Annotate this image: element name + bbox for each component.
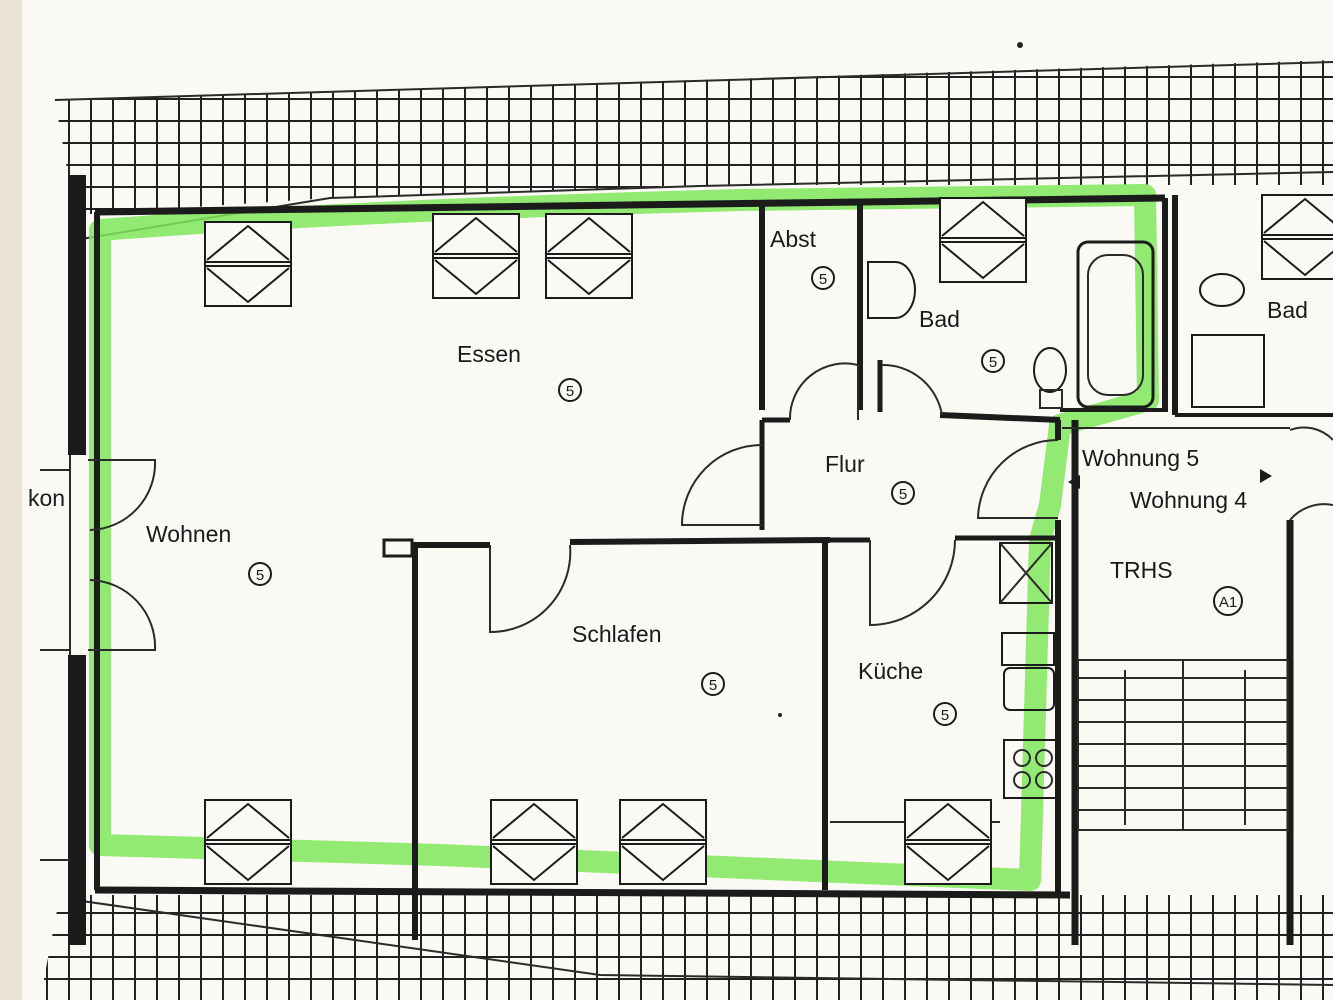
toilet-tank (1039, 389, 1063, 409)
svg-text:5: 5 (941, 707, 949, 724)
roof-slope-line-bottom (74, 899, 1333, 986)
door-entrance (976, 439, 1059, 519)
room-label-trhs: TRHS (1110, 557, 1173, 583)
window-essen-3 (545, 213, 633, 299)
room-label-wohnen: Wohnen (146, 521, 231, 547)
label-wohnung-5: Wohnung 5 (1082, 445, 1199, 471)
window-schlafen-2 (619, 799, 707, 885)
label-wohnung-4: Wohnung 4 (1130, 487, 1247, 513)
window-kueche (904, 799, 992, 885)
chimney (382, 538, 414, 558)
door-wohnung4 (1289, 426, 1333, 441)
kitchen-units (999, 542, 1057, 799)
unit-marker-trhs: A1 (1213, 586, 1243, 616)
schlafen-north-wall-b (569, 537, 831, 545)
room-label-kueche: Küche (858, 658, 923, 684)
unit-marker-schlafen: 5 (701, 672, 725, 696)
arrow-wohnung-4 (1260, 469, 1272, 483)
window-essen-1 (204, 221, 292, 307)
south-wall (94, 886, 1071, 899)
unit-marker-flur: 5 (891, 481, 915, 505)
svg-text:5: 5 (256, 567, 264, 584)
door-abst (788, 362, 859, 421)
window-essen-2 (432, 213, 520, 299)
room-label-schlafen: Schlafen (572, 621, 662, 647)
unit-marker-essen: 5 (558, 378, 582, 402)
bathtub (1076, 240, 1155, 409)
arrow-wohnung-5 (1068, 475, 1080, 489)
door-wohnung4-lower (1289, 503, 1333, 521)
door-bad (881, 363, 943, 416)
svg-text:5: 5 (709, 677, 717, 694)
bathtub-inner (1087, 254, 1144, 396)
room-label-flur: Flur (825, 451, 865, 477)
flur-north-wall-b (939, 412, 1061, 423)
room-label-essen: Essen (457, 341, 521, 367)
staircase (1077, 659, 1289, 831)
svg-text:A1: A1 (1219, 594, 1237, 611)
roof-hatch-bottom (40, 895, 1333, 1000)
window-schlafen-1 (490, 799, 578, 885)
roof-hatch-top (55, 60, 1333, 215)
door-schlafen (489, 544, 572, 634)
door-flur-west (680, 444, 763, 526)
room-label-bad: Bad (919, 306, 960, 332)
room-label-abst: Abst (770, 226, 817, 252)
speck (1017, 42, 1023, 48)
toilet-bad4 (1199, 273, 1245, 307)
door-wohnen-2 (88, 579, 157, 651)
door-wohnen-1 (88, 459, 157, 531)
shower-bad4 (1191, 334, 1265, 408)
toilet (1033, 347, 1067, 393)
window-bad (939, 197, 1027, 283)
window-bad4 (1261, 194, 1333, 280)
label-balcony: kon (28, 485, 65, 511)
roof-outline-top (54, 61, 1333, 101)
unit-marker-bad: 5 (981, 349, 1005, 373)
svg-text:5: 5 (989, 354, 997, 371)
unit-marker-wohnen: 5 (248, 562, 272, 586)
svg-text:5: 5 (899, 486, 907, 503)
svg-text:5: 5 (566, 383, 574, 400)
room-label-bad4: Bad (1267, 297, 1308, 323)
svg-text:5: 5 (819, 271, 827, 288)
washbasin (867, 261, 916, 319)
paper-left-shadow (0, 0, 22, 1000)
door-kueche (869, 539, 956, 627)
window-wohnen-south (204, 799, 292, 885)
unit-marker-kueche: 5 (933, 702, 957, 726)
left-door-gap (66, 455, 88, 655)
unit-marker-abst: 5 (811, 266, 835, 290)
speck (778, 713, 782, 717)
